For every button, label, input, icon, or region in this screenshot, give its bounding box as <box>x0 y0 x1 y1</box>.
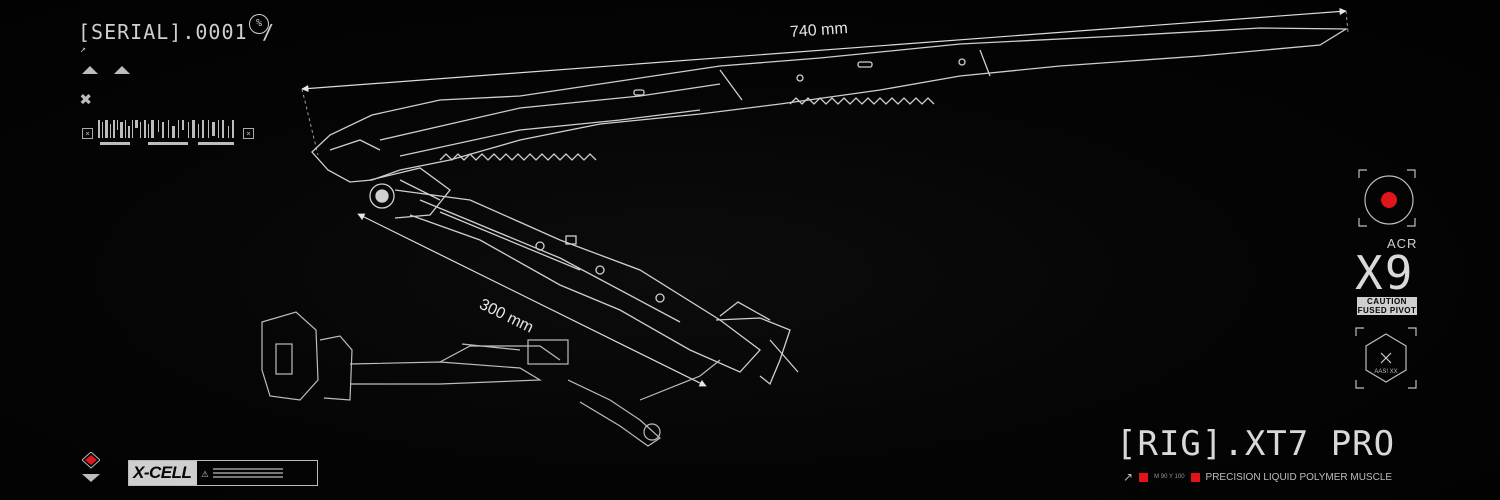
hex-code: AAS! XX <box>1374 369 1397 375</box>
model-code: X9 <box>1355 246 1415 300</box>
brand-fine-print <box>212 466 283 480</box>
caution-subtitle: FUSED PIVOT <box>1357 306 1417 315</box>
accent-square <box>1139 472 1149 482</box>
triangle-up-icon[interactable] <box>82 66 98 74</box>
brand-plate: X-CELL ⚠ <box>128 460 318 486</box>
spec-label: PRECISION LIQUID POLYMER MUSCLE <box>1205 471 1393 483</box>
caution-title: CAUTION <box>1367 297 1407 306</box>
cross-icon[interactable]: ✖ <box>80 87 93 111</box>
barcode-right-box-icon: × <box>243 128 254 139</box>
record-dot-icon <box>1381 192 1397 208</box>
barcode-strip <box>98 120 234 145</box>
serial-label: [SERIAL].0001 <box>78 20 248 44</box>
barcode-left-box-icon: × <box>82 128 93 139</box>
length-dimension-line <box>301 7 1347 93</box>
caution-badge: CAUTION FUSED PIVOT <box>1357 297 1417 315</box>
acr-label: ACR <box>1387 236 1418 251</box>
arm-segment <box>394 189 799 386</box>
mount-assembly <box>261 311 721 447</box>
triangle-up-icon[interactable] <box>114 66 130 74</box>
cross-icon <box>1380 352 1392 364</box>
arrow-up-right-icon: ↗ <box>1123 470 1134 484</box>
brand-logo: X-CELL <box>129 461 198 485</box>
serial-badge-icon: % <box>249 14 269 34</box>
arm-dimension-line <box>357 213 707 387</box>
pivot-joint <box>369 167 451 219</box>
spec-code: M 90 Y 100 <box>1154 474 1185 480</box>
accent-square <box>1190 472 1200 482</box>
blade <box>311 27 1349 183</box>
record-button[interactable] <box>1357 168 1417 228</box>
arrow-up-right-icon: ↗ <box>80 44 87 55</box>
serial-slash: / <box>262 20 275 44</box>
triangle-down-icon <box>82 474 100 482</box>
hex-emblem: AAS! XX <box>1355 327 1417 389</box>
product-spec-row: ↗ M 90 Y 100 PRECISION LIQUID POLYMER MU… <box>1123 470 1392 484</box>
diamond-selector[interactable] <box>82 452 100 486</box>
product-title: [RIG].XT7 PRO <box>1116 424 1396 464</box>
warning-triangle-icon: ⚠ <box>201 466 209 480</box>
